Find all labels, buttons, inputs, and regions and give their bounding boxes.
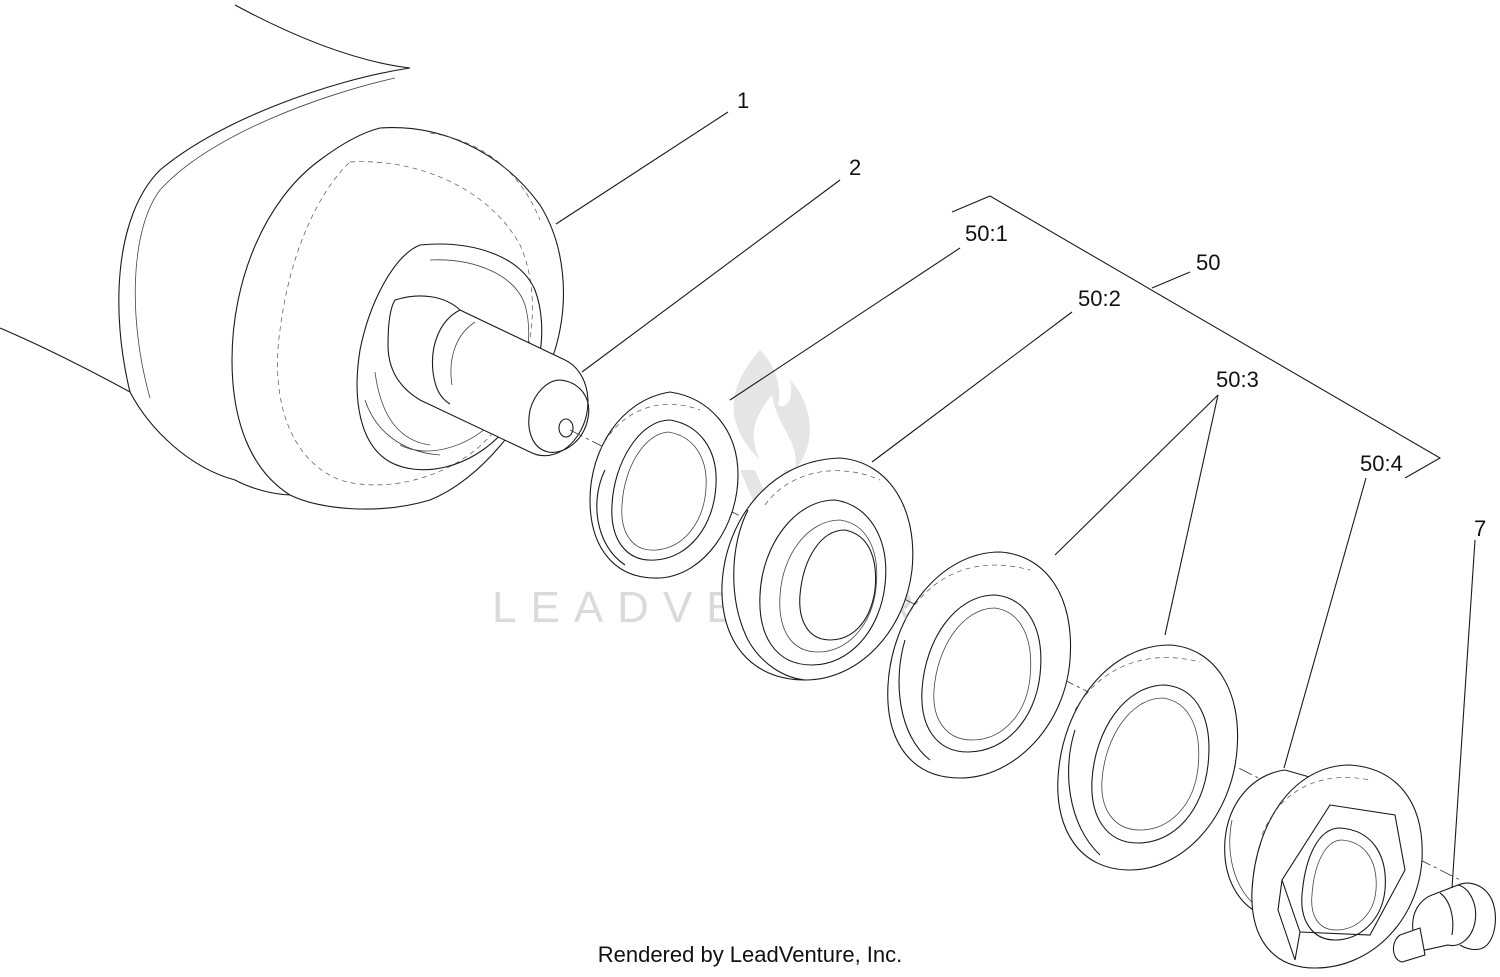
leader-lines <box>555 111 1476 889</box>
callout-7: 7 <box>1474 516 1486 541</box>
callout-50-1: 50:1 <box>965 221 1008 246</box>
flange-nut-50-4 <box>1224 764 1423 969</box>
seal-50-1 <box>589 391 739 579</box>
callout-50-4: 50:4 <box>1360 451 1403 476</box>
callout-50-3: 50:3 <box>1216 367 1259 392</box>
callout-1: 1 <box>737 88 749 113</box>
callout-50-2: 50:2 <box>1078 286 1121 311</box>
grease-fitting-7 <box>1392 882 1496 963</box>
bearing-50-2 <box>721 457 914 681</box>
shaft <box>387 295 590 457</box>
seal-50-3-b <box>1057 644 1239 871</box>
callout-50: 50 <box>1196 250 1220 275</box>
seal-50-3-a <box>887 551 1072 779</box>
watermark-flame-icon <box>733 350 810 470</box>
callout-labels: 1 2 50:1 50 50:2 50:3 50:4 7 <box>737 88 1486 541</box>
roller-drum <box>0 4 564 510</box>
callout-2: 2 <box>849 155 861 180</box>
footer-credit: Rendered by LeadVenture, Inc. <box>597 942 903 967</box>
